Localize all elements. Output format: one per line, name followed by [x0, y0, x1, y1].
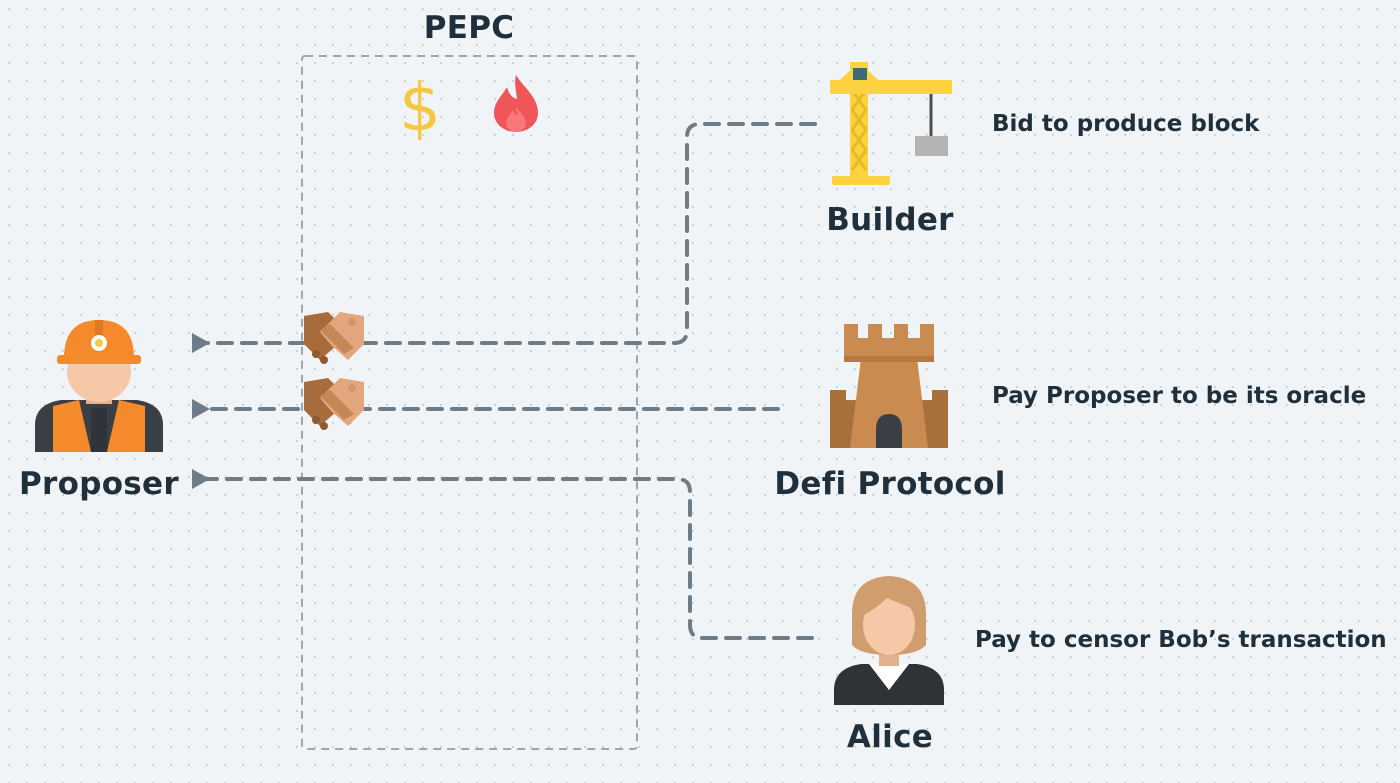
- handshake-icon: [304, 378, 364, 430]
- pepc-box: [301, 55, 638, 750]
- arrow-alice-to-proposer: [192, 469, 814, 640]
- pepc-title: PEPC: [423, 10, 515, 46]
- arrow-builder-to-proposer: [192, 122, 817, 353]
- dollar-sign-icon: $: [399, 69, 441, 146]
- alice-label: Alice: [846, 719, 934, 755]
- proposer-label: Proposer: [19, 466, 179, 502]
- builder-edge-label: Bid to produce block: [992, 111, 1260, 137]
- tower-crane-icon: [830, 62, 952, 185]
- fire-icon: [494, 75, 538, 132]
- alice-edge-label: Pay to censor Bob’s transaction: [975, 627, 1387, 653]
- construction-worker-icon: [35, 320, 163, 452]
- defi-edge-label: Pay Proposer to be its oracle: [992, 383, 1367, 409]
- castle-tower-icon: [830, 324, 948, 448]
- handshake-icon: [304, 312, 364, 364]
- builder-label: Builder: [826, 202, 954, 238]
- svg-text:$: $: [399, 69, 441, 146]
- woman-avatar-icon: [834, 576, 944, 705]
- defi-protocol-label: Defi Protocol: [774, 466, 1006, 502]
